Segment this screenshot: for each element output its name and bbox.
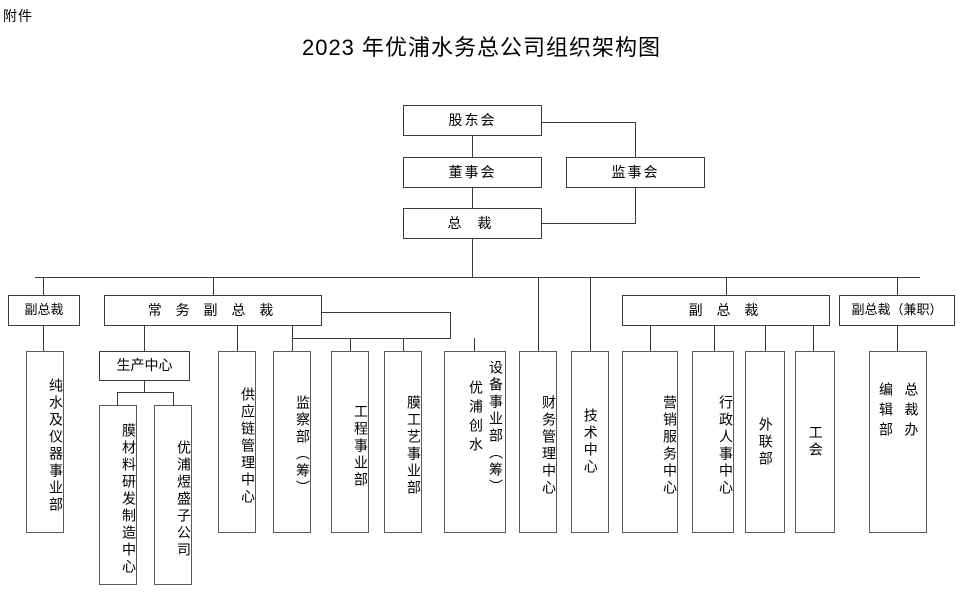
- edge-evp-supplychain-drop: [237, 325, 239, 351]
- edge-vpright-marketing: [650, 325, 652, 351]
- node-marketing-center-label: 营销服务中心: [662, 395, 678, 497]
- node-engineering-div[interactable]: 工程事业部: [331, 351, 369, 533]
- edge-evp-production-drop: [144, 325, 146, 351]
- node-president-label: 总 裁: [447, 214, 498, 231]
- edge-rail-vp-concurrent: [897, 277, 899, 295]
- node-production-center[interactable]: 生产中心: [99, 351, 190, 381]
- node-equipment-div-label: 设备事业部（筹）: [488, 360, 504, 496]
- node-supervision-dept-label: 监察部（筹）: [295, 395, 311, 497]
- node-youpu-chuangshui-label: 优浦创水: [468, 380, 484, 456]
- node-engineering-div-label: 工程事业部: [353, 403, 369, 489]
- edge-rail-technology: [590, 277, 592, 351]
- edge-rail-finance: [538, 277, 540, 351]
- page-title: 2023 年优浦水务总公司组织架构图: [301, 35, 662, 60]
- node-technology-center-label: 技术中心: [582, 408, 599, 476]
- node-membrane-rd[interactable]: 膜材料研发制造中心: [99, 405, 137, 585]
- node-supervisors-label: 监事会: [611, 163, 660, 180]
- node-supply-chain-label: 供应链管理中心: [240, 386, 256, 506]
- edge-production-children-rail: [117, 392, 174, 394]
- node-membrane-process-div-label: 膜工艺事业部: [406, 395, 422, 497]
- node-board-label: 董事会: [448, 163, 497, 180]
- node-youpu-chuangshui[interactable]: 优浦创水: [462, 380, 486, 500]
- edge-supervisors-president-v: [635, 188, 637, 224]
- edge-evp-right-rail-b: [292, 338, 451, 340]
- edge-vpleft-purewater: [43, 325, 45, 351]
- edge-shareholders-board: [472, 135, 474, 158]
- node-vp-concurrent[interactable]: 副总裁（兼职）: [839, 295, 955, 326]
- node-board[interactable]: 董事会: [403, 157, 542, 188]
- node-labor-union[interactable]: 工会: [795, 351, 835, 533]
- edge-shareholders-supervisors-v: [635, 122, 637, 158]
- edge-vpright-union: [813, 325, 815, 351]
- node-finance-center-label: 财务管理中心: [541, 395, 557, 497]
- node-liaison-dept[interactable]: 外联部: [745, 351, 785, 533]
- edge-board-president: [472, 188, 474, 211]
- node-president-office-editorial[interactable]: 总裁办 编辑部: [869, 351, 927, 533]
- edge-production-drop: [144, 380, 146, 393]
- edge-shareholders-supervisors-h: [541, 122, 636, 124]
- node-liaison-dept-label: 外联部: [757, 416, 774, 468]
- node-vp-concurrent-label: 副总裁（兼职）: [851, 302, 943, 318]
- node-president[interactable]: 总 裁: [403, 208, 542, 239]
- node-youpu-yusheng[interactable]: 优浦煜盛子公司: [154, 405, 192, 585]
- node-pure-water-div[interactable]: 纯水及仪器事业部: [26, 351, 64, 533]
- edge-evp-right-rail-v: [450, 312, 452, 339]
- edge-production-membrane-rd: [117, 392, 119, 405]
- node-marketing-center[interactable]: 营销服务中心: [622, 351, 678, 533]
- node-equipment-div[interactable]: 设备事业部（筹）: [444, 351, 506, 533]
- edge-evp-engineering: [350, 338, 352, 351]
- node-vp-right-label: 副 总 裁: [688, 301, 764, 318]
- edge-supervisors-president-h: [541, 223, 636, 225]
- node-supply-chain[interactable]: 供应链管理中心: [218, 351, 256, 533]
- node-evp[interactable]: 常 务 副 总 裁: [104, 295, 322, 326]
- node-shareholders-label: 股东会: [448, 111, 497, 128]
- edge-president-drop: [472, 238, 474, 278]
- edge-vpright-liaison: [765, 325, 767, 351]
- node-editorial-dept-label: 编辑部: [878, 382, 894, 442]
- node-production-center-label: 生产中心: [116, 357, 173, 374]
- edge-evp-right-rail-a: [321, 312, 451, 314]
- edge-rail-evp: [213, 277, 215, 295]
- edge-production-yusheng: [173, 392, 175, 405]
- node-finance-center[interactable]: 财务管理中心: [519, 351, 557, 533]
- edge-vpconcurrent-office: [897, 325, 899, 351]
- node-membrane-rd-label: 膜材料研发制造中心: [121, 422, 137, 576]
- node-membrane-process-div[interactable]: 膜工艺事业部: [384, 351, 422, 533]
- main-rail: [35, 277, 920, 279]
- node-president-office-label: 总裁办: [903, 382, 920, 442]
- node-vp-left[interactable]: 副总裁: [8, 295, 80, 326]
- node-youpu-yusheng-label: 优浦煜盛子公司: [176, 439, 192, 559]
- node-supervisors[interactable]: 监事会: [566, 157, 705, 188]
- node-evp-label: 常 务 副 总 裁: [147, 301, 279, 318]
- node-supervision-dept[interactable]: 监察部（筹）: [273, 351, 311, 533]
- node-shareholders[interactable]: 股东会: [403, 105, 542, 136]
- edge-evp-membrane-process: [403, 338, 405, 351]
- node-vp-left-label: 副总裁: [24, 302, 64, 318]
- edge-rail-vp-right: [726, 277, 728, 295]
- edge-evp-equipment: [474, 338, 476, 351]
- node-pure-water-div-label: 纯水及仪器事业部: [48, 378, 64, 514]
- node-labor-union-label: 工会: [807, 425, 824, 459]
- node-technology-center[interactable]: 技术中心: [571, 351, 609, 533]
- edge-vpright-hr: [714, 325, 716, 351]
- attachment-label: 附件: [3, 8, 33, 24]
- node-vp-right[interactable]: 副 总 裁: [622, 295, 830, 326]
- edge-rail-vp-left: [43, 277, 45, 295]
- node-hr-admin-center-label: 行政人事中心: [718, 395, 734, 497]
- node-hr-admin-center[interactable]: 行政人事中心: [692, 351, 734, 533]
